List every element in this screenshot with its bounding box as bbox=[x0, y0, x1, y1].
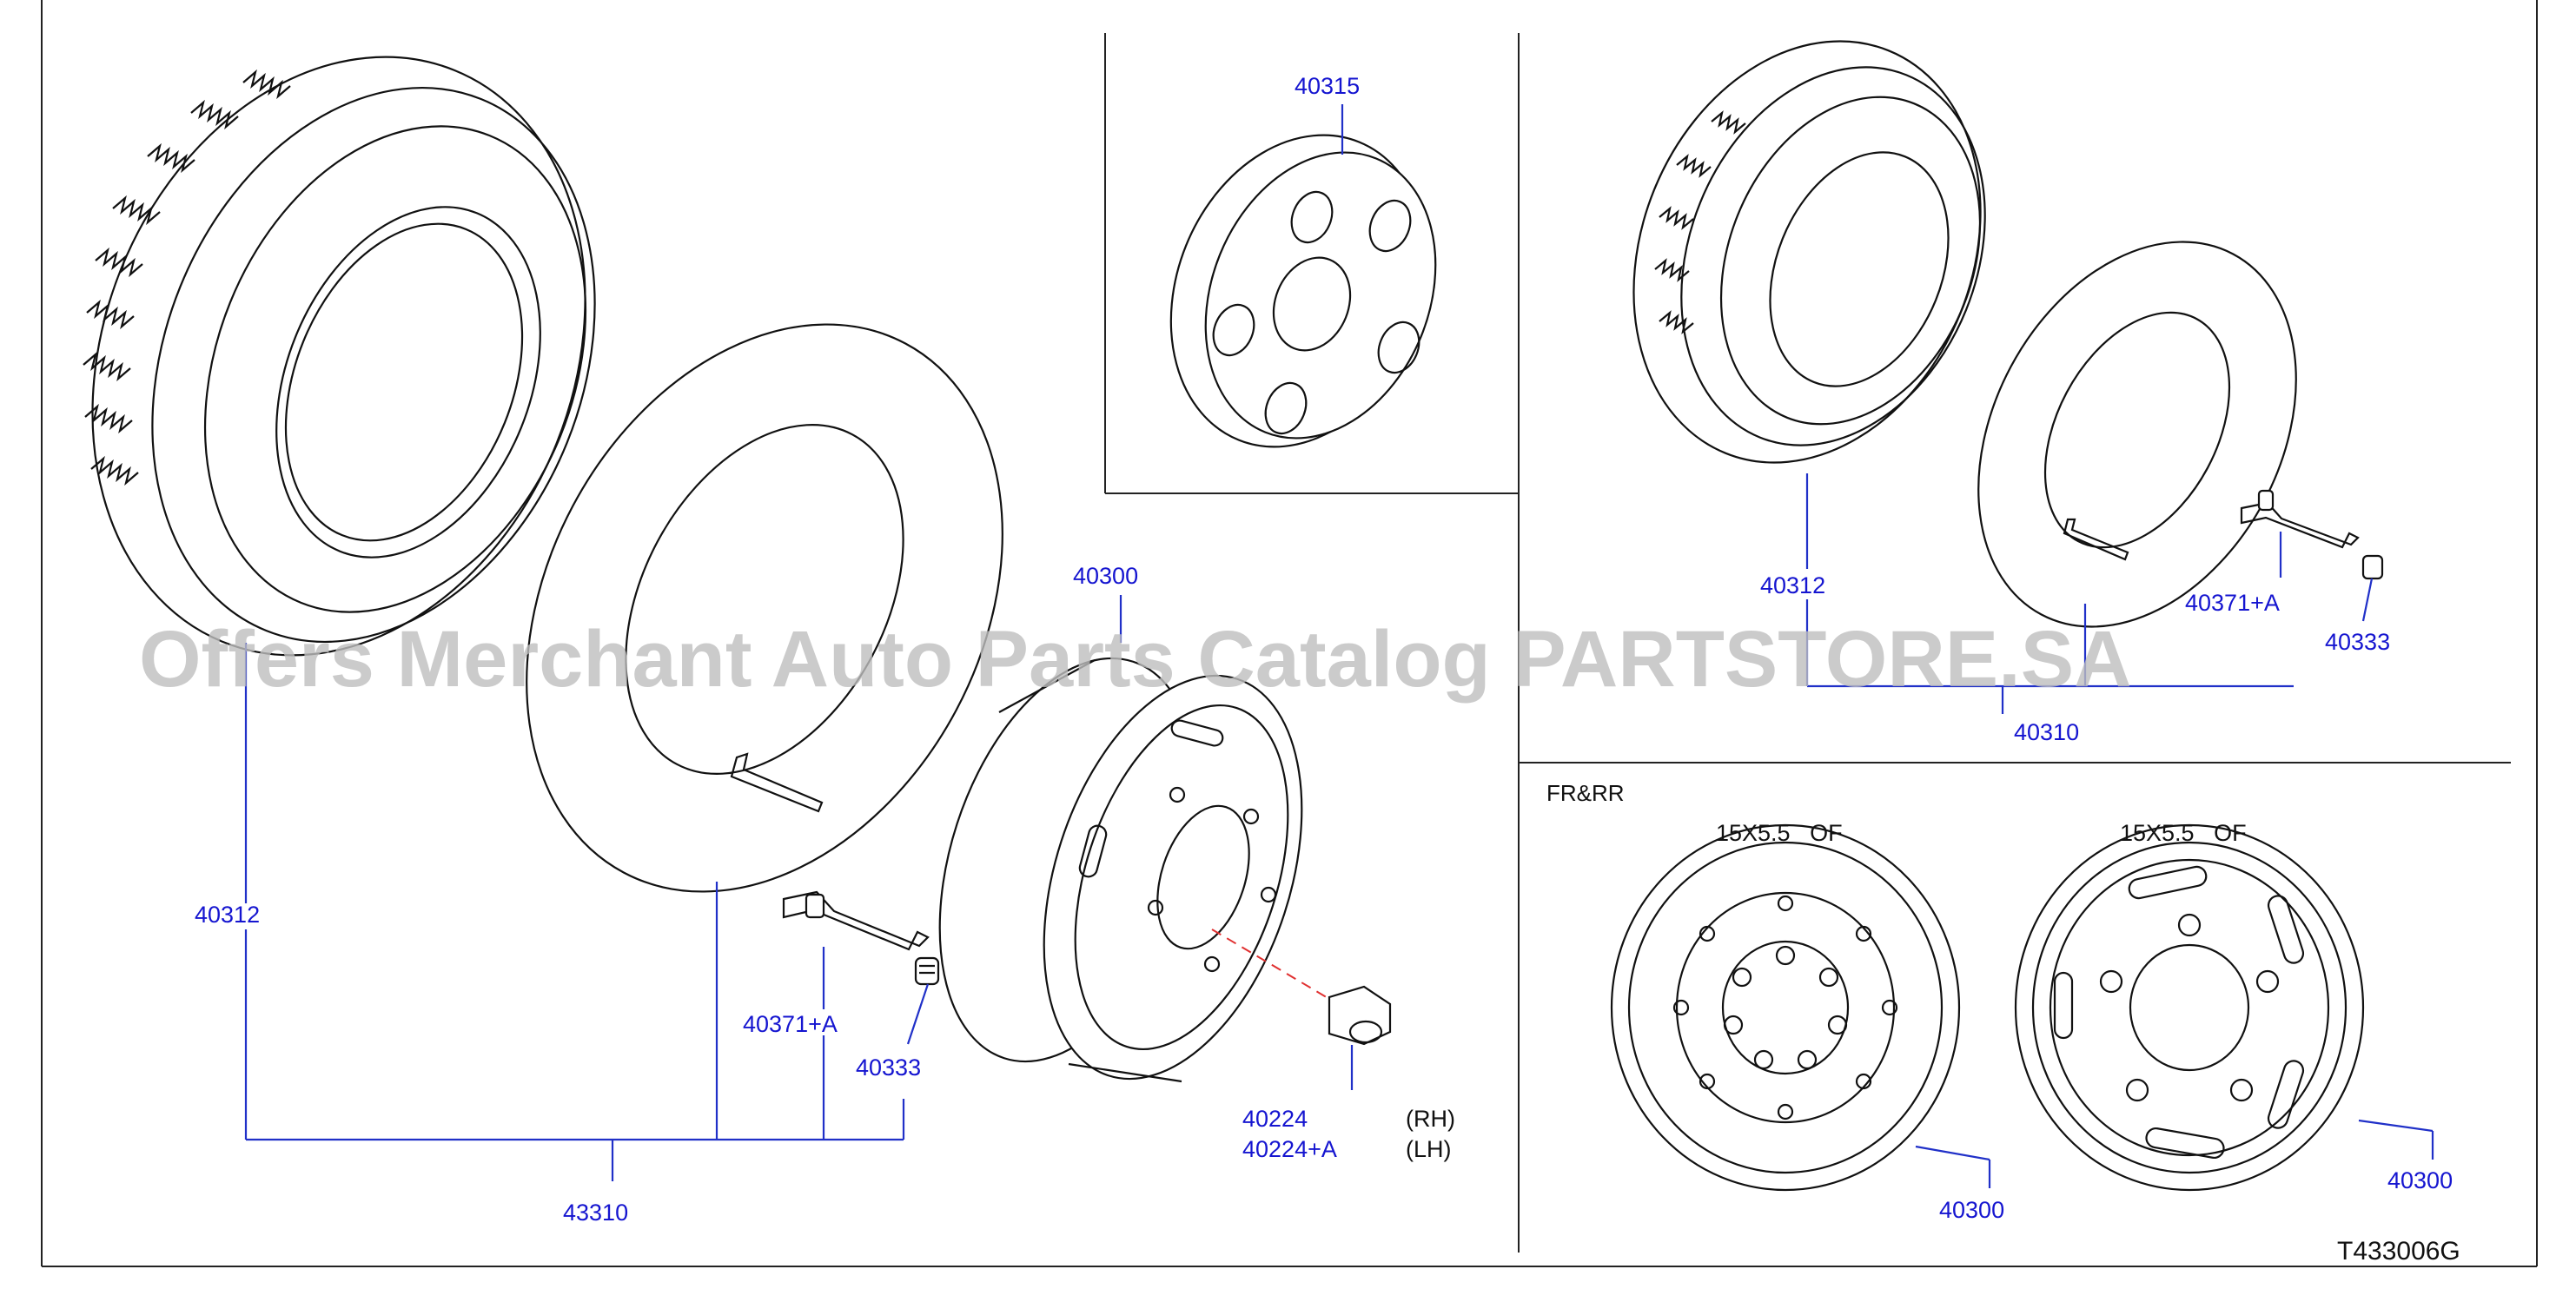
label-40224: 40224 bbox=[1242, 1106, 1308, 1132]
wheel-nut-drawing bbox=[1328, 985, 1392, 1046]
wheel-spec-2: 15X5.5 OF bbox=[2120, 820, 2247, 846]
label-40310: 40310 bbox=[2014, 719, 2079, 745]
label-40312-left: 40312 bbox=[195, 902, 260, 928]
frame-lines bbox=[41, 0, 2538, 1267]
wheel-center-drawing bbox=[938, 657, 1330, 1083]
label-40371a-left: 40371+A bbox=[743, 1011, 838, 1037]
label-40300-wheel2: 40300 bbox=[2387, 1167, 2453, 1193]
tire-right-drawing bbox=[1632, 40, 1986, 464]
wheel-face-1-drawing bbox=[1610, 823, 1961, 1192]
hub-plate-drawing bbox=[1169, 134, 1437, 448]
label-43310: 43310 bbox=[563, 1200, 628, 1226]
tire-left-drawing bbox=[83, 56, 596, 657]
valve-left-drawing bbox=[782, 890, 940, 986]
tube-right-drawing bbox=[1977, 241, 2297, 628]
watermark-text: Offers Merchant Auto Parts Catalog PARTS… bbox=[139, 615, 2132, 704]
wheel-face-2-drawing bbox=[2014, 823, 2365, 1192]
valve-right-drawing bbox=[2240, 489, 2384, 580]
wheel-spec-1: 15X5.5 OF bbox=[1716, 820, 1843, 846]
label-40371a-right: 40371+A bbox=[2185, 590, 2280, 616]
label-40300-wheel1: 40300 bbox=[1939, 1197, 2004, 1223]
tube-left-drawing bbox=[526, 323, 1003, 893]
label-40333-left: 40333 bbox=[856, 1054, 921, 1081]
label-40333-right: 40333 bbox=[2325, 629, 2390, 655]
label-40315: 40315 bbox=[1295, 73, 1360, 99]
label-rh: (RH) bbox=[1406, 1106, 1455, 1132]
label-40300-center: 40300 bbox=[1073, 563, 1138, 589]
label-lh: (LH) bbox=[1406, 1136, 1452, 1162]
section-label: FR&RR bbox=[1546, 780, 1625, 806]
drawing-code: T433006G bbox=[2337, 1237, 2460, 1266]
label-40224a: 40224+A bbox=[1242, 1136, 1337, 1162]
leader-lines bbox=[244, 104, 2434, 1188]
label-40312-right: 40312 bbox=[1760, 572, 1825, 598]
